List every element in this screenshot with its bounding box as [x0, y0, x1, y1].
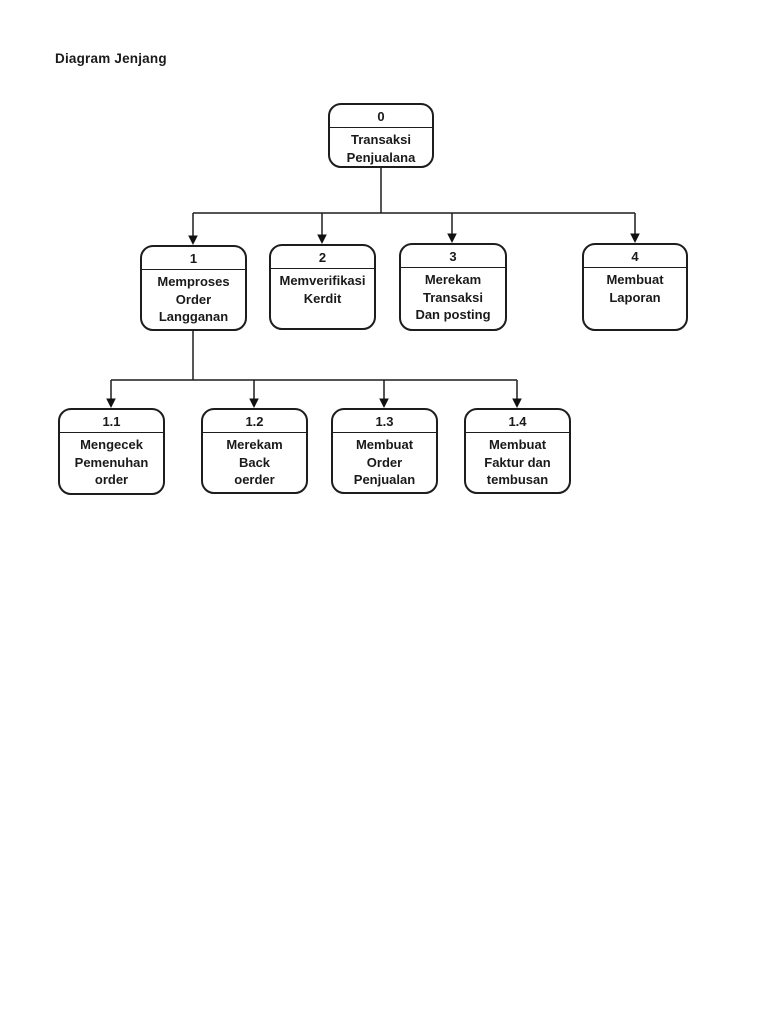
- node-1-3-membuat-order-penjualan: 1.3 Membuat Order Penjualan: [331, 408, 438, 494]
- node-1-1-mengecek-pemenuhan-order: 1.1 Mengecek Pemenuhan order: [58, 408, 165, 495]
- arrow-down-icon: [447, 233, 457, 243]
- node-label: Memproses Order Langganan: [157, 274, 230, 324]
- node-label: Transaksi Penjualana: [346, 132, 416, 165]
- arrowheads-level2: [188, 233, 640, 245]
- arrow-down-icon: [512, 398, 522, 408]
- node-number: 1.1: [60, 410, 163, 433]
- node-0-transaksi-penjualana: 0 Transaksi Penjualana: [328, 103, 434, 168]
- edges-node1-to-level3: [110, 331, 518, 400]
- arrow-down-icon: [630, 233, 640, 243]
- node-1-memproses-order-langganan: 1 Memproses Order Langganan: [140, 245, 247, 331]
- node-1-2-merekam-back-oerder: 1.2 Merekam Back oerder: [201, 408, 308, 494]
- page-title: Diagram Jenjang: [55, 51, 167, 66]
- node-1-4-membuat-faktur-dan-tembusan: 1.4 Membuat Faktur dan tembusan: [464, 408, 571, 494]
- arrow-down-icon: [106, 398, 116, 408]
- node-number: 1.4: [466, 410, 569, 433]
- node-number: 1: [142, 247, 245, 270]
- arrow-down-icon: [249, 398, 259, 408]
- node-number: 1.2: [203, 410, 306, 433]
- node-label: Membuat Faktur dan tembusan: [484, 437, 551, 487]
- node-4-membuat-laporan: 4 Membuat Laporan: [582, 243, 688, 331]
- arrow-down-icon: [317, 234, 327, 244]
- node-label: Mengecek Pemenuhan order: [74, 437, 149, 487]
- node-number: 4: [584, 245, 686, 268]
- node-3-merekam-transaksi-dan-posting: 3 Merekam Transaksi Dan posting: [399, 243, 507, 331]
- arrowheads-level3: [106, 398, 522, 408]
- node-label: Merekam Transaksi Dan posting: [415, 272, 491, 322]
- node-2-memverifikasi-kerdit: 2 Memverifikasi Kerdit: [269, 244, 376, 330]
- node-number: 2: [271, 246, 374, 269]
- node-number: 0: [330, 105, 432, 128]
- edges-root-to-level2: [192, 168, 636, 237]
- node-number: 3: [401, 245, 505, 268]
- arrow-down-icon: [379, 398, 389, 408]
- node-label: Membuat Laporan: [606, 272, 664, 305]
- node-label: Memverifikasi Kerdit: [279, 273, 366, 306]
- node-label: Membuat Order Penjualan: [353, 437, 416, 487]
- arrow-down-icon: [188, 235, 198, 245]
- node-number: 1.3: [333, 410, 436, 433]
- node-label: Merekam Back oerder: [226, 437, 283, 487]
